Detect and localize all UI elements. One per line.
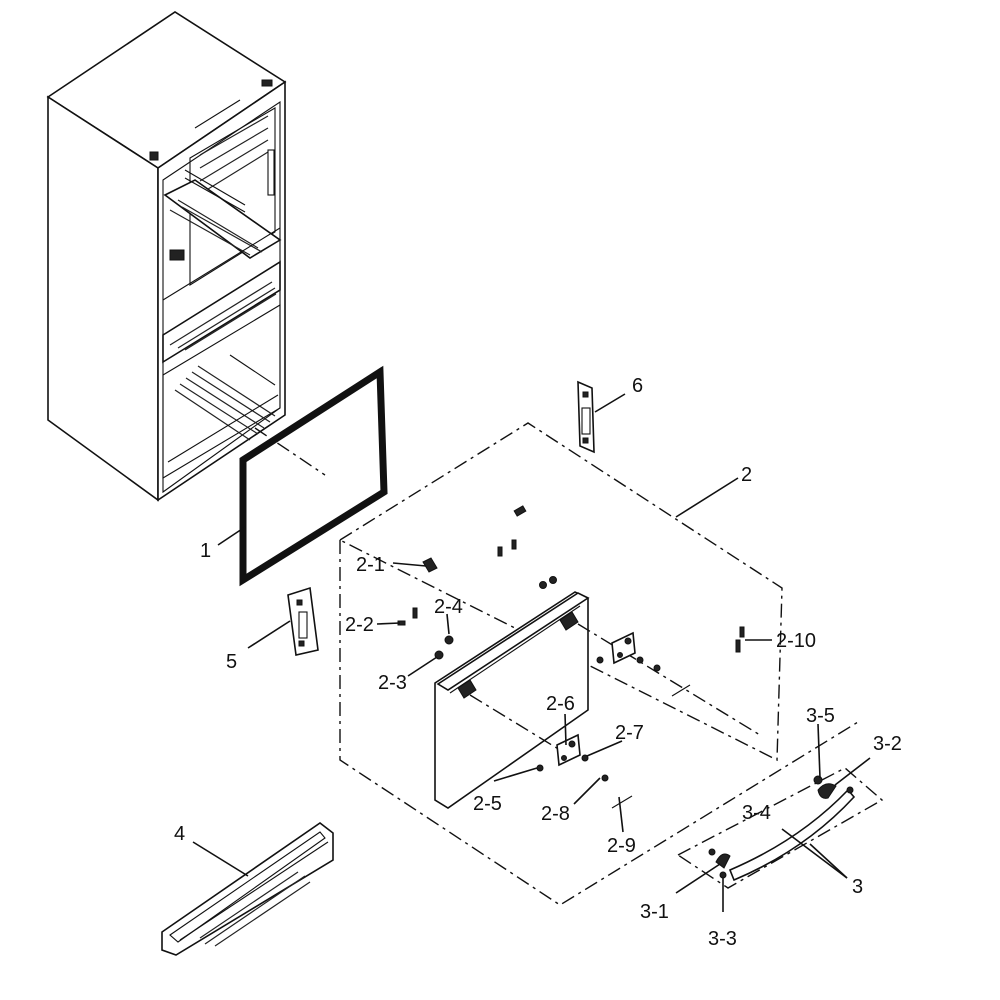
callout-2-1: 2-1 <box>356 554 385 576</box>
crisper-bin-4 <box>161 822 334 956</box>
callout-2: 2 <box>741 464 752 486</box>
callout-3-3: 3-3 <box>708 928 737 950</box>
callout-6: 6 <box>632 375 643 397</box>
callout-2-8: 2-8 <box>541 803 570 825</box>
callout-labels: 1 2 2-1 2-2 2-3 2-4 2-5 2-6 2-7 2-8 2-9 … <box>174 375 902 950</box>
callout-2-2: 2-2 <box>345 614 374 636</box>
callout-2-3: 2-3 <box>378 672 407 694</box>
callout-5: 5 <box>226 651 237 673</box>
drawer-assembly-2 <box>338 422 859 906</box>
callout-3-4: 3-4 <box>742 802 771 824</box>
callout-2-9: 2-9 <box>607 835 636 857</box>
leader-lines <box>192 393 871 912</box>
callout-2-5: 2-5 <box>473 793 502 815</box>
callout-3-5: 3-5 <box>806 705 835 727</box>
callout-2-4: 2-4 <box>434 596 463 618</box>
hinge-bracket-6 <box>577 380 595 454</box>
callout-2-7: 2-7 <box>615 722 644 744</box>
callout-3: 3 <box>852 876 863 898</box>
refrigerator-cabinet <box>46 11 287 502</box>
callout-2-10: 2-10 <box>776 630 816 652</box>
hinge-bracket-5 <box>287 586 319 656</box>
handle-assembly-3 <box>676 767 884 889</box>
gasket-part <box>239 365 388 587</box>
callout-4: 4 <box>174 823 185 845</box>
callout-2-6: 2-6 <box>546 693 575 715</box>
callout-3-2: 3-2 <box>873 733 902 755</box>
callout-1: 1 <box>200 540 211 562</box>
callout-3-1: 3-1 <box>640 901 669 923</box>
